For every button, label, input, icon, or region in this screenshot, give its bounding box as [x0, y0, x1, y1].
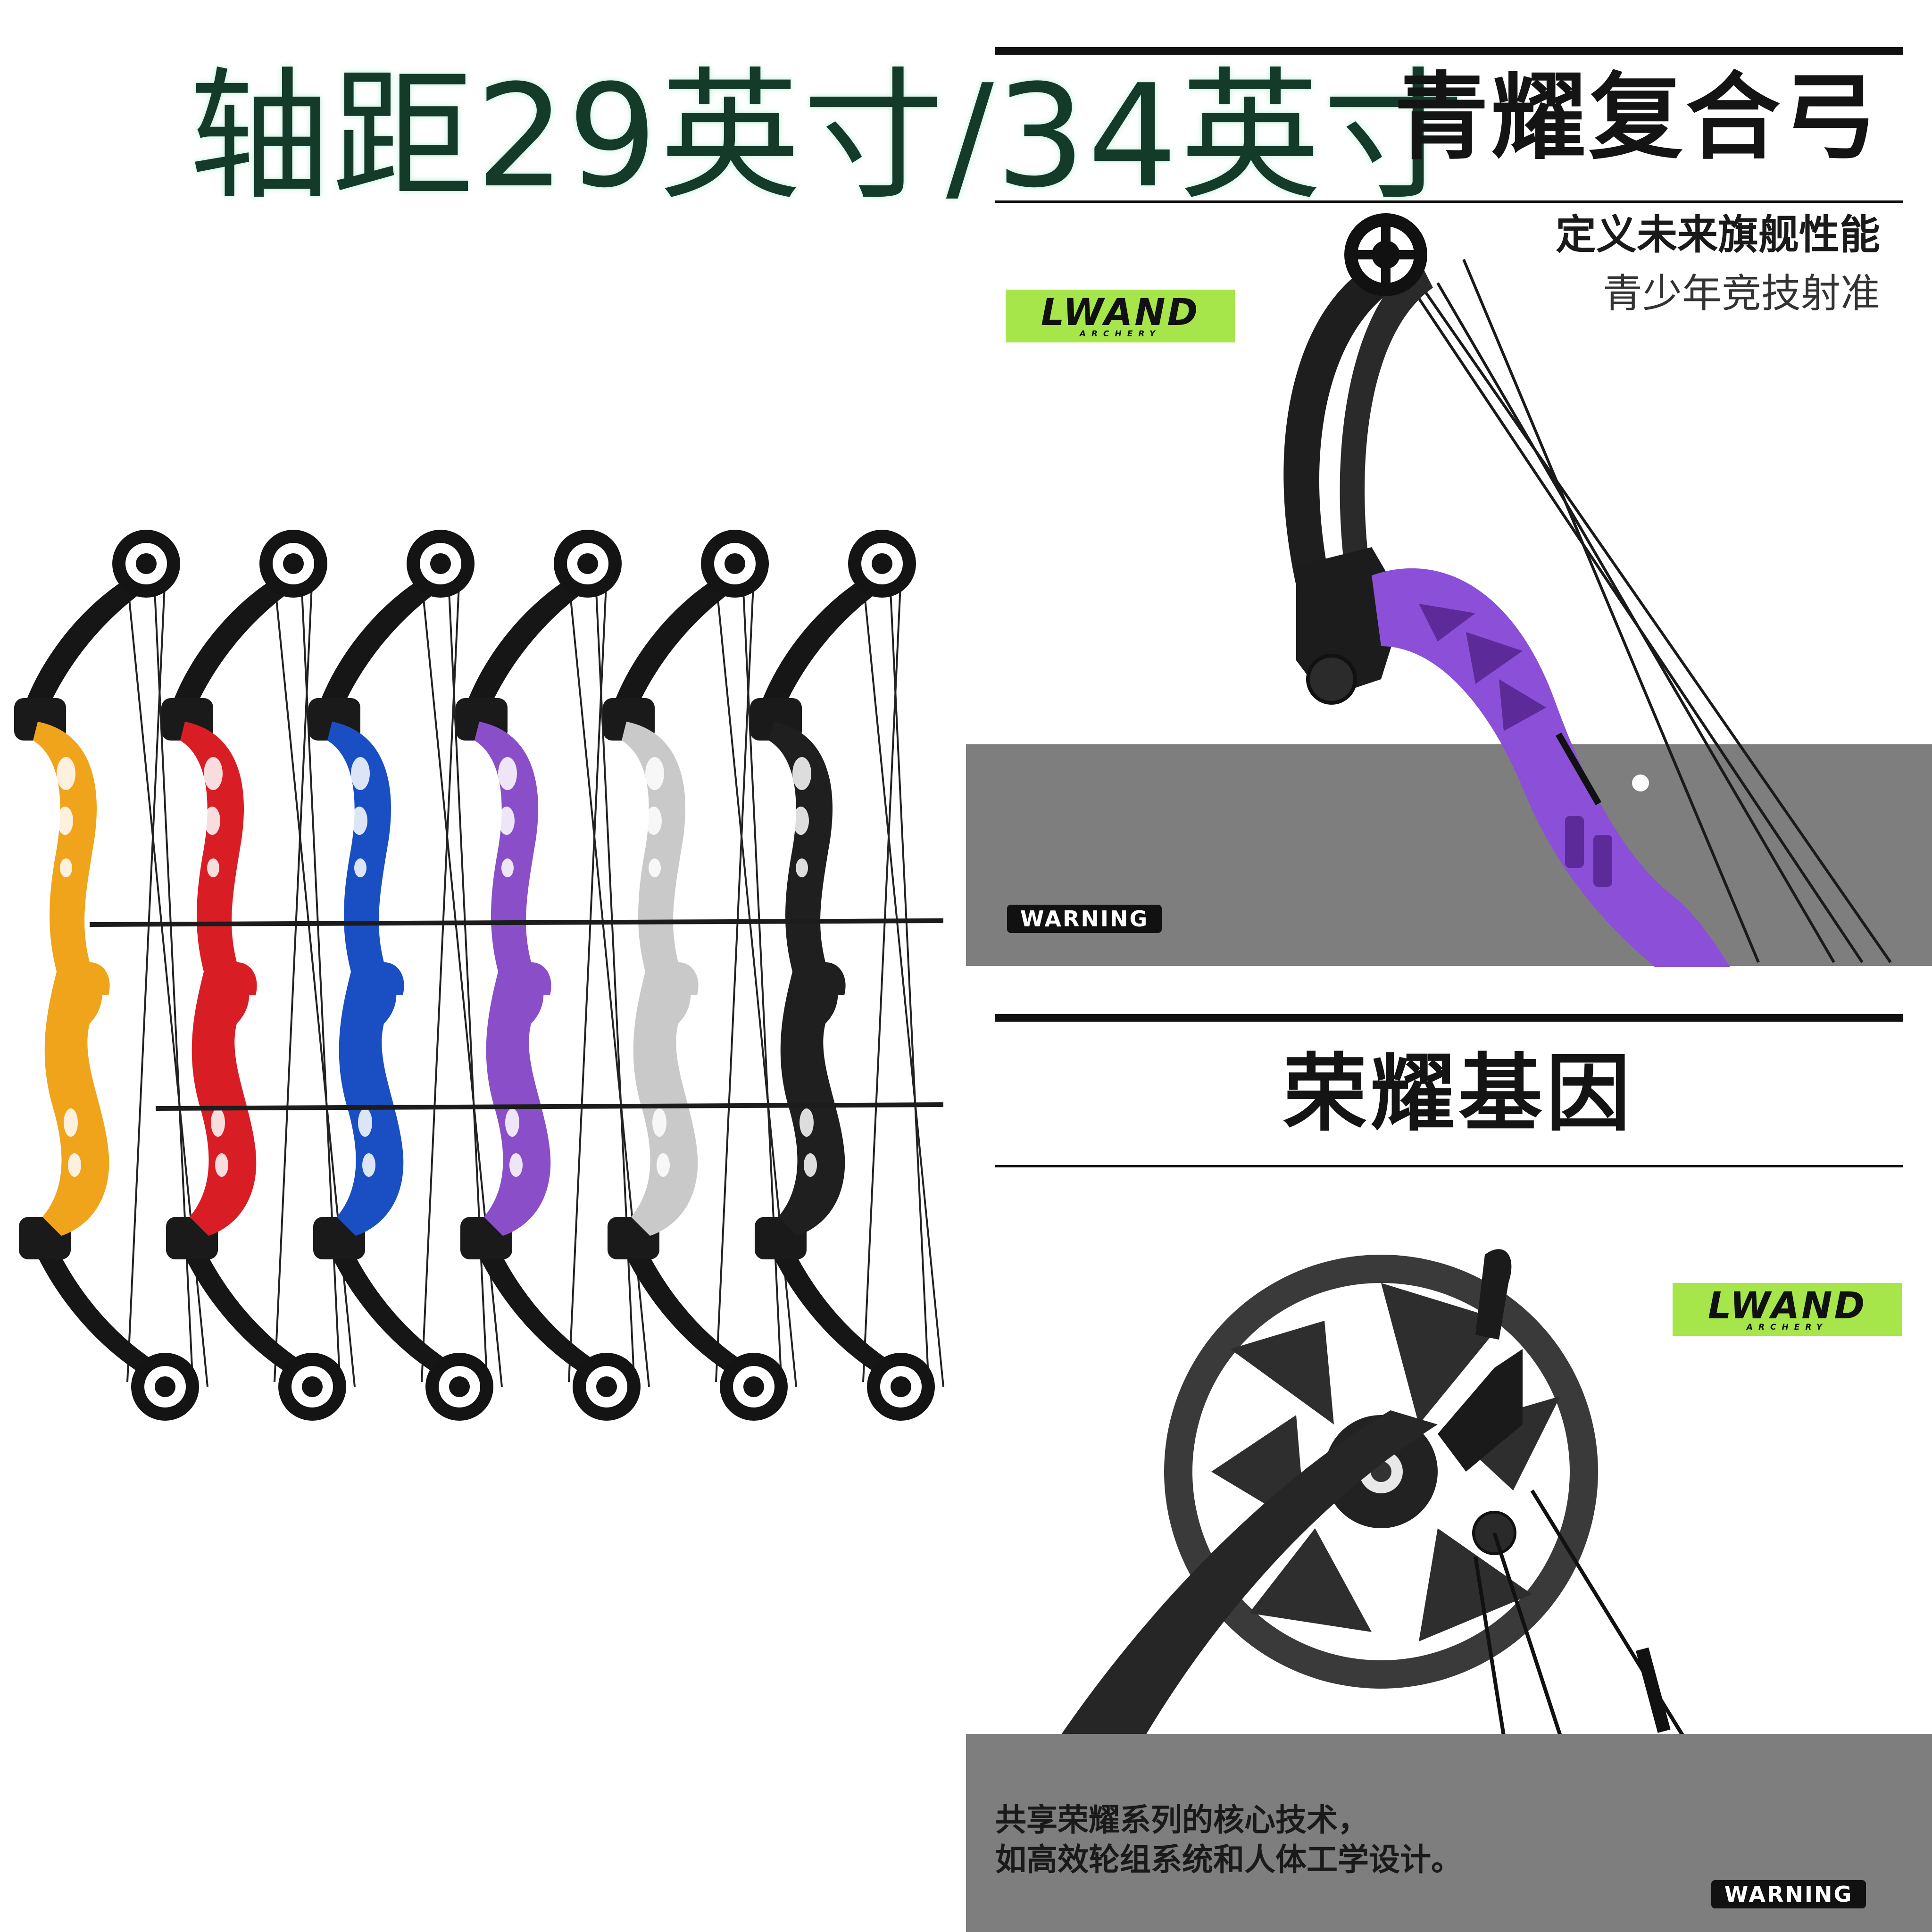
warning-badge-bottom: WARNING [1711, 1880, 1866, 1908]
purple-bow-closeup-image [1283, 213, 1892, 967]
logo-wordmark: LWAND [1041, 291, 1200, 334]
lwand-logo-top: LWAND ARCHERY [1006, 290, 1235, 342]
bow-blue [308, 530, 503, 1421]
cam-closeup-image [1060, 1249, 1685, 1736]
section-title: 荣耀基因 [1283, 1045, 1634, 1142]
top-divider-line [995, 47, 1903, 55]
bow-silver [603, 530, 797, 1421]
logo-subtext: ARCHERY [1079, 329, 1161, 339]
bow-red [161, 530, 356, 1421]
lwand-logo-bottom: LWAND ARCHERY [1673, 1283, 1902, 1336]
logo-subtext: ARCHERY [1746, 1322, 1828, 1332]
title-underline [995, 200, 1903, 203]
bow-black [750, 530, 944, 1421]
bow-riser [33, 722, 109, 1236]
warning-badge-top: WARNING [1007, 905, 1162, 933]
section-divider-line [995, 1014, 1903, 1022]
logo-wordmark: LWAND [1707, 1284, 1867, 1327]
headline-wheelbase: 轴距29英寸/34英寸 [189, 54, 1466, 219]
section-underline [995, 1165, 1903, 1167]
tagline-bold: 定义未来旗舰性能 [1556, 211, 1880, 258]
product-title: 青耀复合弓 [1394, 63, 1880, 173]
bow-purple [456, 530, 650, 1421]
purple-riser [1372, 568, 1730, 967]
bow-lineup-image [14, 530, 944, 1421]
tagline-light: 青少年竞技射准 [1602, 270, 1880, 316]
bow-gold [14, 530, 208, 1421]
description-line-2: 如高效轮组系统和人体工学设计。 [995, 1841, 1462, 1878]
description-line-1: 共享荣耀系列的核心技术， [995, 1802, 1369, 1838]
